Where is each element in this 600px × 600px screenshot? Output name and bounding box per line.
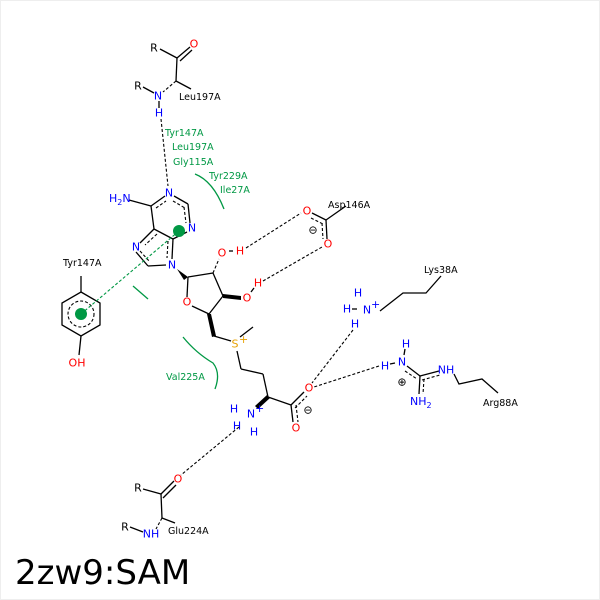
hydrophobic-label: Tyr147A (164, 128, 204, 139)
residue-arg88a: H N H NH NH2 ⊕ Arg88A (381, 338, 518, 411)
ring-centroid (173, 225, 185, 237)
r-group: R (150, 42, 158, 55)
nitrogen-atom: N (188, 222, 196, 235)
oxygen-atom: O (218, 247, 227, 260)
residue-label: Tyr147A (62, 258, 102, 269)
diagram-title: 2zw9:SAM (15, 553, 191, 593)
hydrophobic-label: Tyr229A (208, 171, 248, 182)
nh-group: NH (438, 364, 455, 377)
positive-charge: + (255, 402, 264, 415)
hydrogen-atom: H (233, 420, 241, 433)
negative-charge: ⊖ (303, 404, 312, 417)
oxygen-atom: O (183, 296, 192, 309)
hydrogen-atom: H (354, 287, 362, 300)
hydrogen-atom: H (236, 245, 244, 258)
nitrogen-atom: N (132, 241, 140, 254)
nh-group: NH (143, 528, 160, 541)
nitrogen-atom: N (168, 259, 176, 272)
positive-charge: ⊕ (397, 376, 406, 389)
sulfur-atom: S (232, 338, 239, 351)
oxygen-atom: O (305, 382, 314, 395)
pi-stacking (80, 230, 180, 315)
residue-glu224a: R O R NH Glu224A (121, 473, 209, 541)
hydrogen-atom: H (230, 403, 238, 416)
oxygen-atom: O (243, 292, 252, 305)
ribose: O O H O H (177, 245, 262, 342)
hbond (245, 212, 302, 249)
residue-leu197a-backbone: R O R N H Leu197A (134, 38, 221, 120)
oxygen-atom: O (190, 38, 199, 51)
residue-label: Lys38A (424, 265, 458, 276)
hydrophobic-label: Gly115A (173, 157, 214, 168)
amine-group: H2N (109, 192, 131, 207)
hbond (160, 118, 169, 187)
oxygen-atom: O (292, 422, 301, 435)
oxygen-atom: O (303, 205, 312, 218)
hbond (311, 329, 354, 384)
nitrogen-atom: N (165, 187, 173, 200)
hydrogen-atom: H (155, 107, 163, 120)
hydroxyl-group: OH (69, 357, 86, 370)
hydrophobic-label: Val225A (166, 372, 205, 383)
residue-asp146a: O O ⊖ Asp146A (303, 200, 371, 251)
methionine: S + O O ⊖ N + H H H (230, 326, 314, 439)
hydrophobic-label: Leu197A (172, 142, 214, 153)
nitrogen-atom: N (363, 304, 371, 317)
hydrogen-atom: H (381, 360, 389, 373)
hydrogen-atom: H (351, 318, 359, 331)
residue-label: Leu197A (179, 92, 221, 103)
oxygen-atom: O (174, 473, 183, 486)
hydrogen-atom: H (343, 303, 351, 316)
negative-charge: ⊖ (308, 224, 317, 237)
hydrophobic-arc (132, 285, 149, 300)
r-group: R (134, 80, 142, 93)
hydrophobic-arc (182, 336, 219, 390)
positive-charge: + (239, 333, 248, 346)
residue-tyr147a: Tyr147A OH (61, 258, 102, 370)
hbond (262, 246, 323, 282)
residue-label: Asp146A (328, 200, 371, 211)
nh2-group: NH2 (410, 395, 432, 410)
nitrogen-atom: N (398, 356, 406, 369)
residue-lys38a: N + H H H Lys38A (343, 265, 458, 331)
hydrogen-atom: H (254, 277, 262, 290)
adenine: N N N N H2N (109, 187, 196, 272)
r-group: R (121, 521, 129, 534)
hydrophobic-arc (194, 173, 225, 210)
residue-label: Glu224A (168, 526, 209, 537)
nitrogen-atom: N (247, 408, 255, 421)
hbond (180, 426, 240, 476)
hydrogen-atom: H (250, 426, 258, 439)
positive-charge: + (371, 298, 380, 311)
oxygen-atom: O (324, 238, 333, 251)
hydrophobic-label: Ile27A (220, 185, 250, 196)
r-group: R (134, 482, 142, 495)
hydrogen-atom: H (402, 338, 410, 351)
residue-label: Arg88A (483, 398, 518, 409)
hbond (313, 365, 380, 388)
nitrogen-atom: N (154, 90, 162, 103)
